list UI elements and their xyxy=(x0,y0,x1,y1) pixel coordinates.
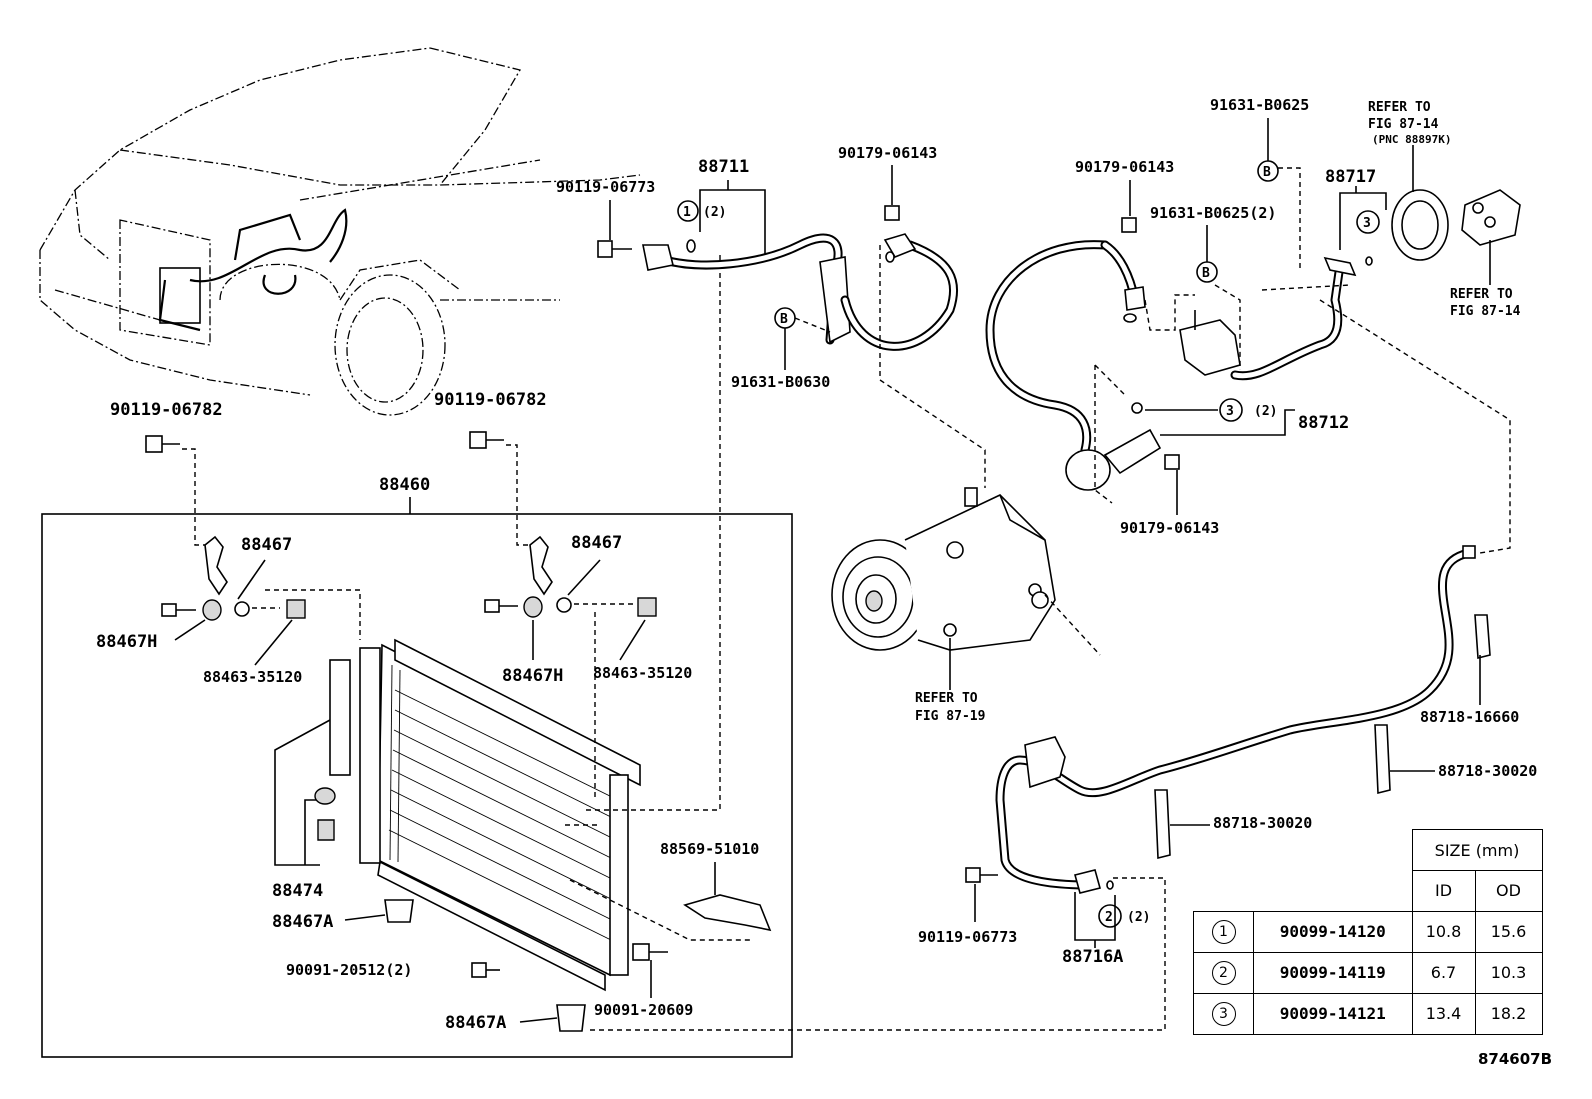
bolt-90091-20512 xyxy=(471,962,500,978)
o-ring-mark-2 xyxy=(1098,904,1122,928)
col-id-header: ID xyxy=(1411,870,1476,912)
label-88718-30020-right: 88718-30020 xyxy=(1438,762,1537,780)
o-ring-mark-2-text: 2 xyxy=(1105,910,1113,925)
bolt-mark-b3-text: B xyxy=(1263,165,1271,180)
label-refer-top-1: REFER TO xyxy=(1368,100,1431,115)
label-90179-06143-mid: 90179-06143 xyxy=(1075,158,1174,176)
clip-group-left xyxy=(145,435,306,621)
label-88467a-top: 88467A xyxy=(272,912,333,932)
row-mark: 3 xyxy=(1211,1001,1236,1026)
pressure-switch xyxy=(1179,310,1241,376)
label-88467h-left: 88467H xyxy=(96,632,157,652)
table-row: 1 90099-14120 10.8 15.6 xyxy=(1193,910,1543,953)
label-refer-top-2: FIG 87-14 xyxy=(1368,117,1439,132)
label-88718-30020-mid: 88718-30020 xyxy=(1213,814,1312,832)
row-part: 90099-14121 xyxy=(1253,992,1413,1035)
o-ring-mark-1 xyxy=(677,200,699,222)
bolt-mark-b1-text: B xyxy=(780,312,788,327)
compressor xyxy=(831,487,1056,651)
label-88460: 88460 xyxy=(379,475,430,495)
row-part: 90099-14120 xyxy=(1253,910,1413,953)
label-88463-left: 88463-35120 xyxy=(203,668,302,686)
label-refer-comp-2: FIG 87-19 xyxy=(915,709,985,724)
o-ring-mark-2-qty: (2) xyxy=(1127,910,1150,925)
label-90179-06143-top: 90179-06143 xyxy=(838,144,937,162)
o-ring-mark-3b-qty: (2) xyxy=(1254,404,1277,419)
label-88711: 88711 xyxy=(698,157,749,177)
label-88718-16660: 88718-16660 xyxy=(1420,708,1519,726)
figure-number: 874607B xyxy=(1478,1050,1552,1068)
label-88474: 88474 xyxy=(272,881,323,901)
label-91631-b0630: 91631-B0630 xyxy=(731,373,830,391)
side-seal xyxy=(329,659,351,776)
liquid-pipe-88716a xyxy=(965,545,1491,894)
pipe-88717 xyxy=(1230,256,1373,381)
row-part: 90099-14119 xyxy=(1253,951,1413,994)
label-88463-right: 88463-35120 xyxy=(593,664,692,682)
cushion-part-lower xyxy=(317,819,335,841)
o-ring-mark-3b xyxy=(1219,398,1243,422)
bracket-88467a-bottom xyxy=(556,1004,586,1032)
o-ring-mark-3a xyxy=(1356,210,1380,234)
label-90119-06782-left: 90119-06782 xyxy=(110,400,223,420)
label-88569-51010: 88569-51010 xyxy=(660,840,759,858)
label-refer-comp-1: REFER TO xyxy=(915,691,978,706)
col-od-header: OD xyxy=(1474,870,1543,912)
cushion-part xyxy=(314,787,336,805)
suction-hose-88712 xyxy=(985,217,1180,491)
label-88712: 88712 xyxy=(1298,413,1349,433)
bolt-mark-b2-text: B xyxy=(1202,266,1210,281)
row-od: 10.3 xyxy=(1474,951,1543,994)
label-90119-06773-low: 90119-06773 xyxy=(918,928,1017,946)
size-header: SIZE (mm) xyxy=(1411,829,1543,871)
clip-group-right xyxy=(469,431,657,618)
o-ring-mark-3b-text: 3 xyxy=(1226,404,1234,419)
expansion-valve-parts xyxy=(1391,189,1521,261)
label-90091-20609: 90091-20609 xyxy=(594,1001,693,1019)
bolt-90091-20609 xyxy=(632,943,668,998)
label-88717: 88717 xyxy=(1325,167,1376,187)
o-ring-mark-3a-text: 3 xyxy=(1363,216,1371,231)
vehicle-outline xyxy=(39,47,641,416)
label-refer-right-2: FIG 87-14 xyxy=(1450,304,1521,319)
row-mark: 2 xyxy=(1211,960,1236,985)
row-id: 13.4 xyxy=(1411,992,1476,1035)
label-88467-left: 88467 xyxy=(241,535,292,555)
row-od: 15.6 xyxy=(1474,910,1543,953)
row-id: 10.8 xyxy=(1411,910,1476,953)
label-91631-b0625-2: 91631-B0625(2) xyxy=(1150,204,1276,222)
label-refer-right-1: REFER TO xyxy=(1450,287,1513,302)
table-row: 3 90099-14121 13.4 18.2 xyxy=(1193,992,1543,1035)
condenser-core xyxy=(359,638,641,992)
label-90119-06782-right: 90119-06782 xyxy=(434,390,547,410)
row-mark: 1 xyxy=(1211,919,1236,944)
row-id: 6.7 xyxy=(1411,951,1476,994)
label-88716a: 88716A xyxy=(1062,947,1123,967)
label-90119-06773-top: 90119-06773 xyxy=(556,178,655,196)
label-88467h-right: 88467H xyxy=(502,666,563,686)
row-od: 18.2 xyxy=(1474,992,1543,1035)
table-row: 2 90099-14119 6.7 10.3 xyxy=(1193,951,1543,994)
o-ring-size-table: SIZE (mm) ID OD 1 90099-14120 10.8 15.6 … xyxy=(1193,829,1543,1035)
label-refer-top-3: (PNC 88897K) xyxy=(1372,133,1451,146)
condenser-assembly-frame xyxy=(41,513,793,1058)
label-88467-right: 88467 xyxy=(571,533,622,553)
label-90179-06143-low: 90179-06143 xyxy=(1120,519,1219,537)
bracket-88467a-top xyxy=(384,899,414,923)
o-ring-mark-1-text: 1 xyxy=(683,205,691,220)
label-91631-b0625-top: 91631-B0625 xyxy=(1210,96,1309,114)
discharge-hose-88711 xyxy=(597,205,959,351)
o-ring-mark-1-qty: (2) xyxy=(703,205,726,220)
label-88467a-bottom: 88467A xyxy=(445,1013,506,1033)
label-90091-20512: 90091-20512(2) xyxy=(286,961,412,979)
bracket-88569-51010 xyxy=(683,894,772,932)
